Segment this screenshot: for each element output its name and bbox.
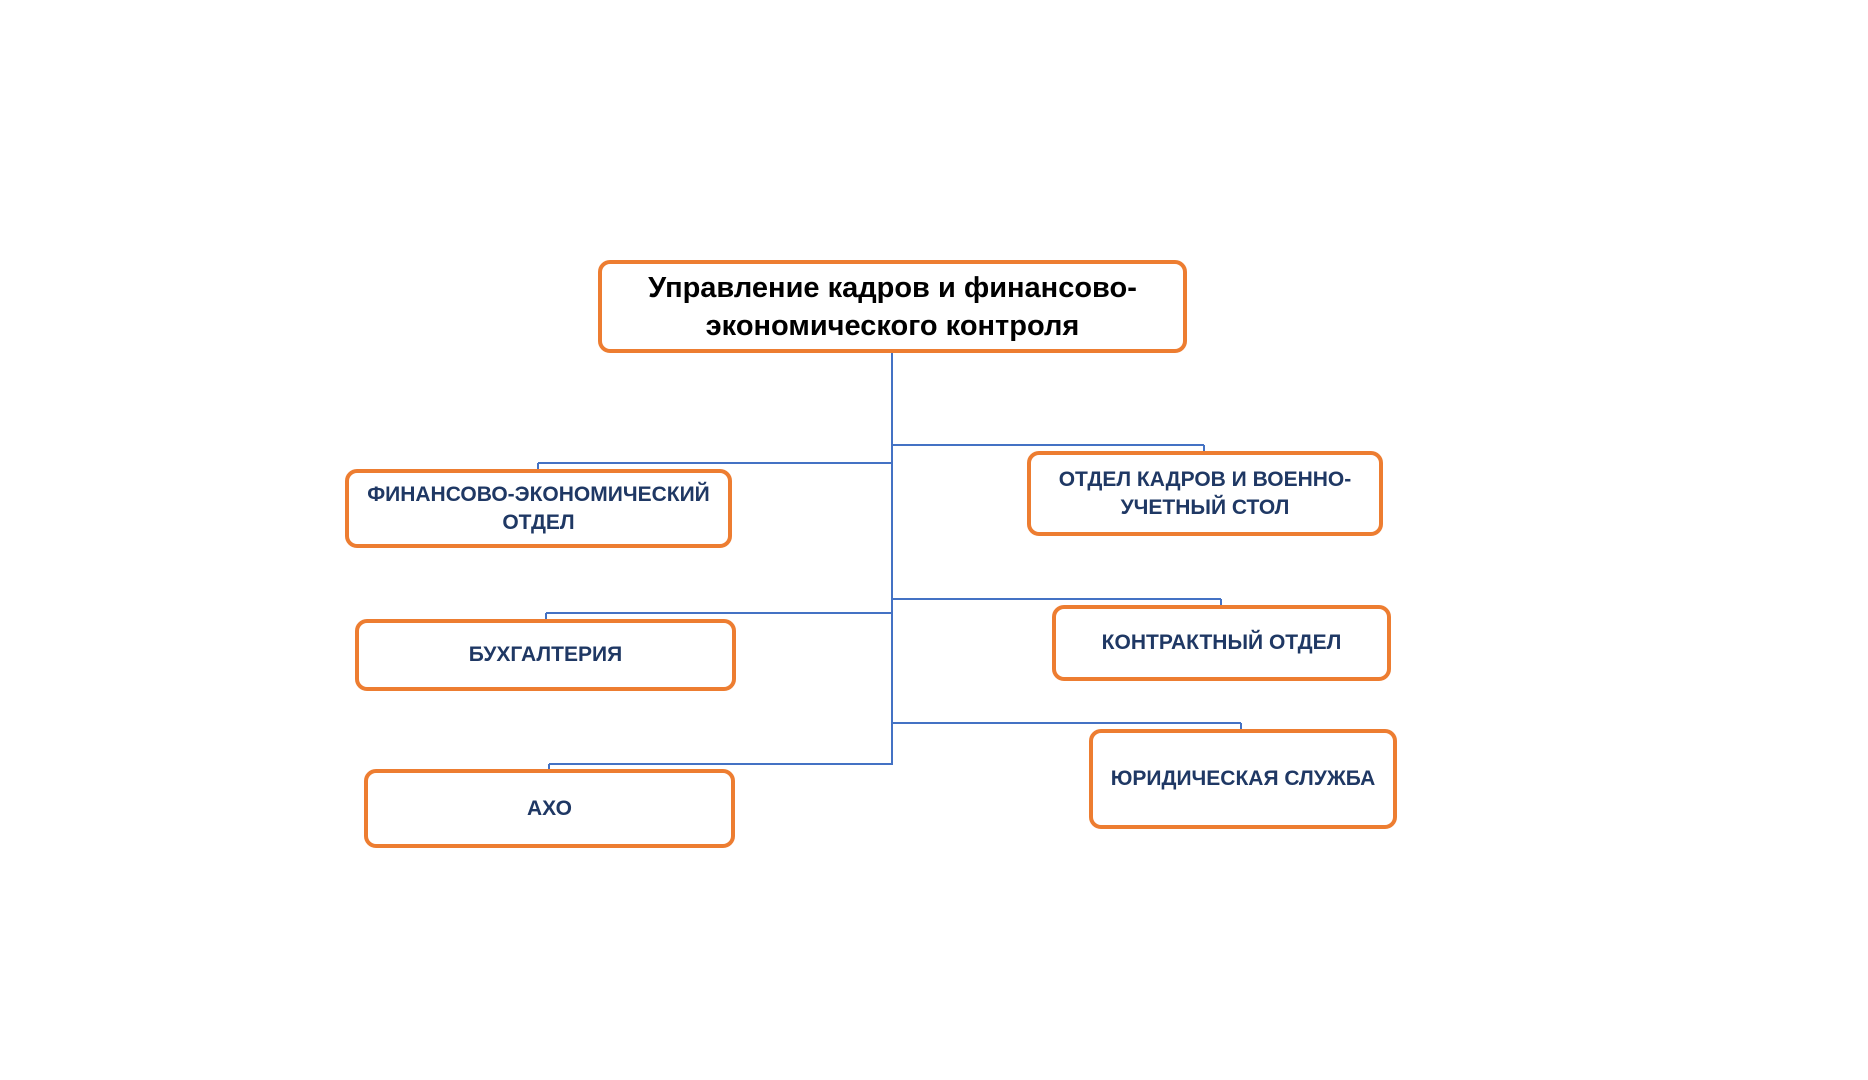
root-box: Управление кадров и финансово- экономиче… bbox=[598, 260, 1187, 353]
hr-military-dept-label: ОТДЕЛ КАДРОВ И ВОЕННО- УЧЕТНЫЙ СТОЛ bbox=[1058, 467, 1352, 519]
contract-dept-box: КОНТРАКТНЫЙ ОТДЕЛ bbox=[1052, 605, 1391, 681]
root-title: Управление кадров и финансово- экономиче… bbox=[648, 271, 1137, 342]
contract-dept-label: КОНТРАКТНЫЙ ОТДЕЛ bbox=[1101, 631, 1342, 654]
legal-service-box: ЮРИДИЧЕСКАЯ СЛУЖБА bbox=[1089, 729, 1397, 829]
accounting-dept-box: БУХГАЛТЕРИЯ bbox=[355, 619, 736, 691]
accounting-dept-label: БУХГАЛТЕРИЯ bbox=[468, 643, 623, 666]
legal-service-label: ЮРИДИЧЕСКАЯ СЛУЖБА bbox=[1110, 767, 1376, 790]
finance-economic-dept-label: ФИНАНСОВО-ЭКОНОМИЧЕСКИЙ ОТДЕЛ bbox=[367, 482, 710, 534]
admin-dept-box: АХО bbox=[364, 769, 735, 848]
hr-military-dept-box: ОТДЕЛ КАДРОВ И ВОЕННО- УЧЕТНЫЙ СТОЛ bbox=[1027, 451, 1383, 536]
admin-dept-label: АХО bbox=[527, 796, 572, 820]
finance-economic-dept-box: ФИНАНСОВО-ЭКОНОМИЧЕСКИЙ ОТДЕЛ bbox=[345, 469, 732, 548]
